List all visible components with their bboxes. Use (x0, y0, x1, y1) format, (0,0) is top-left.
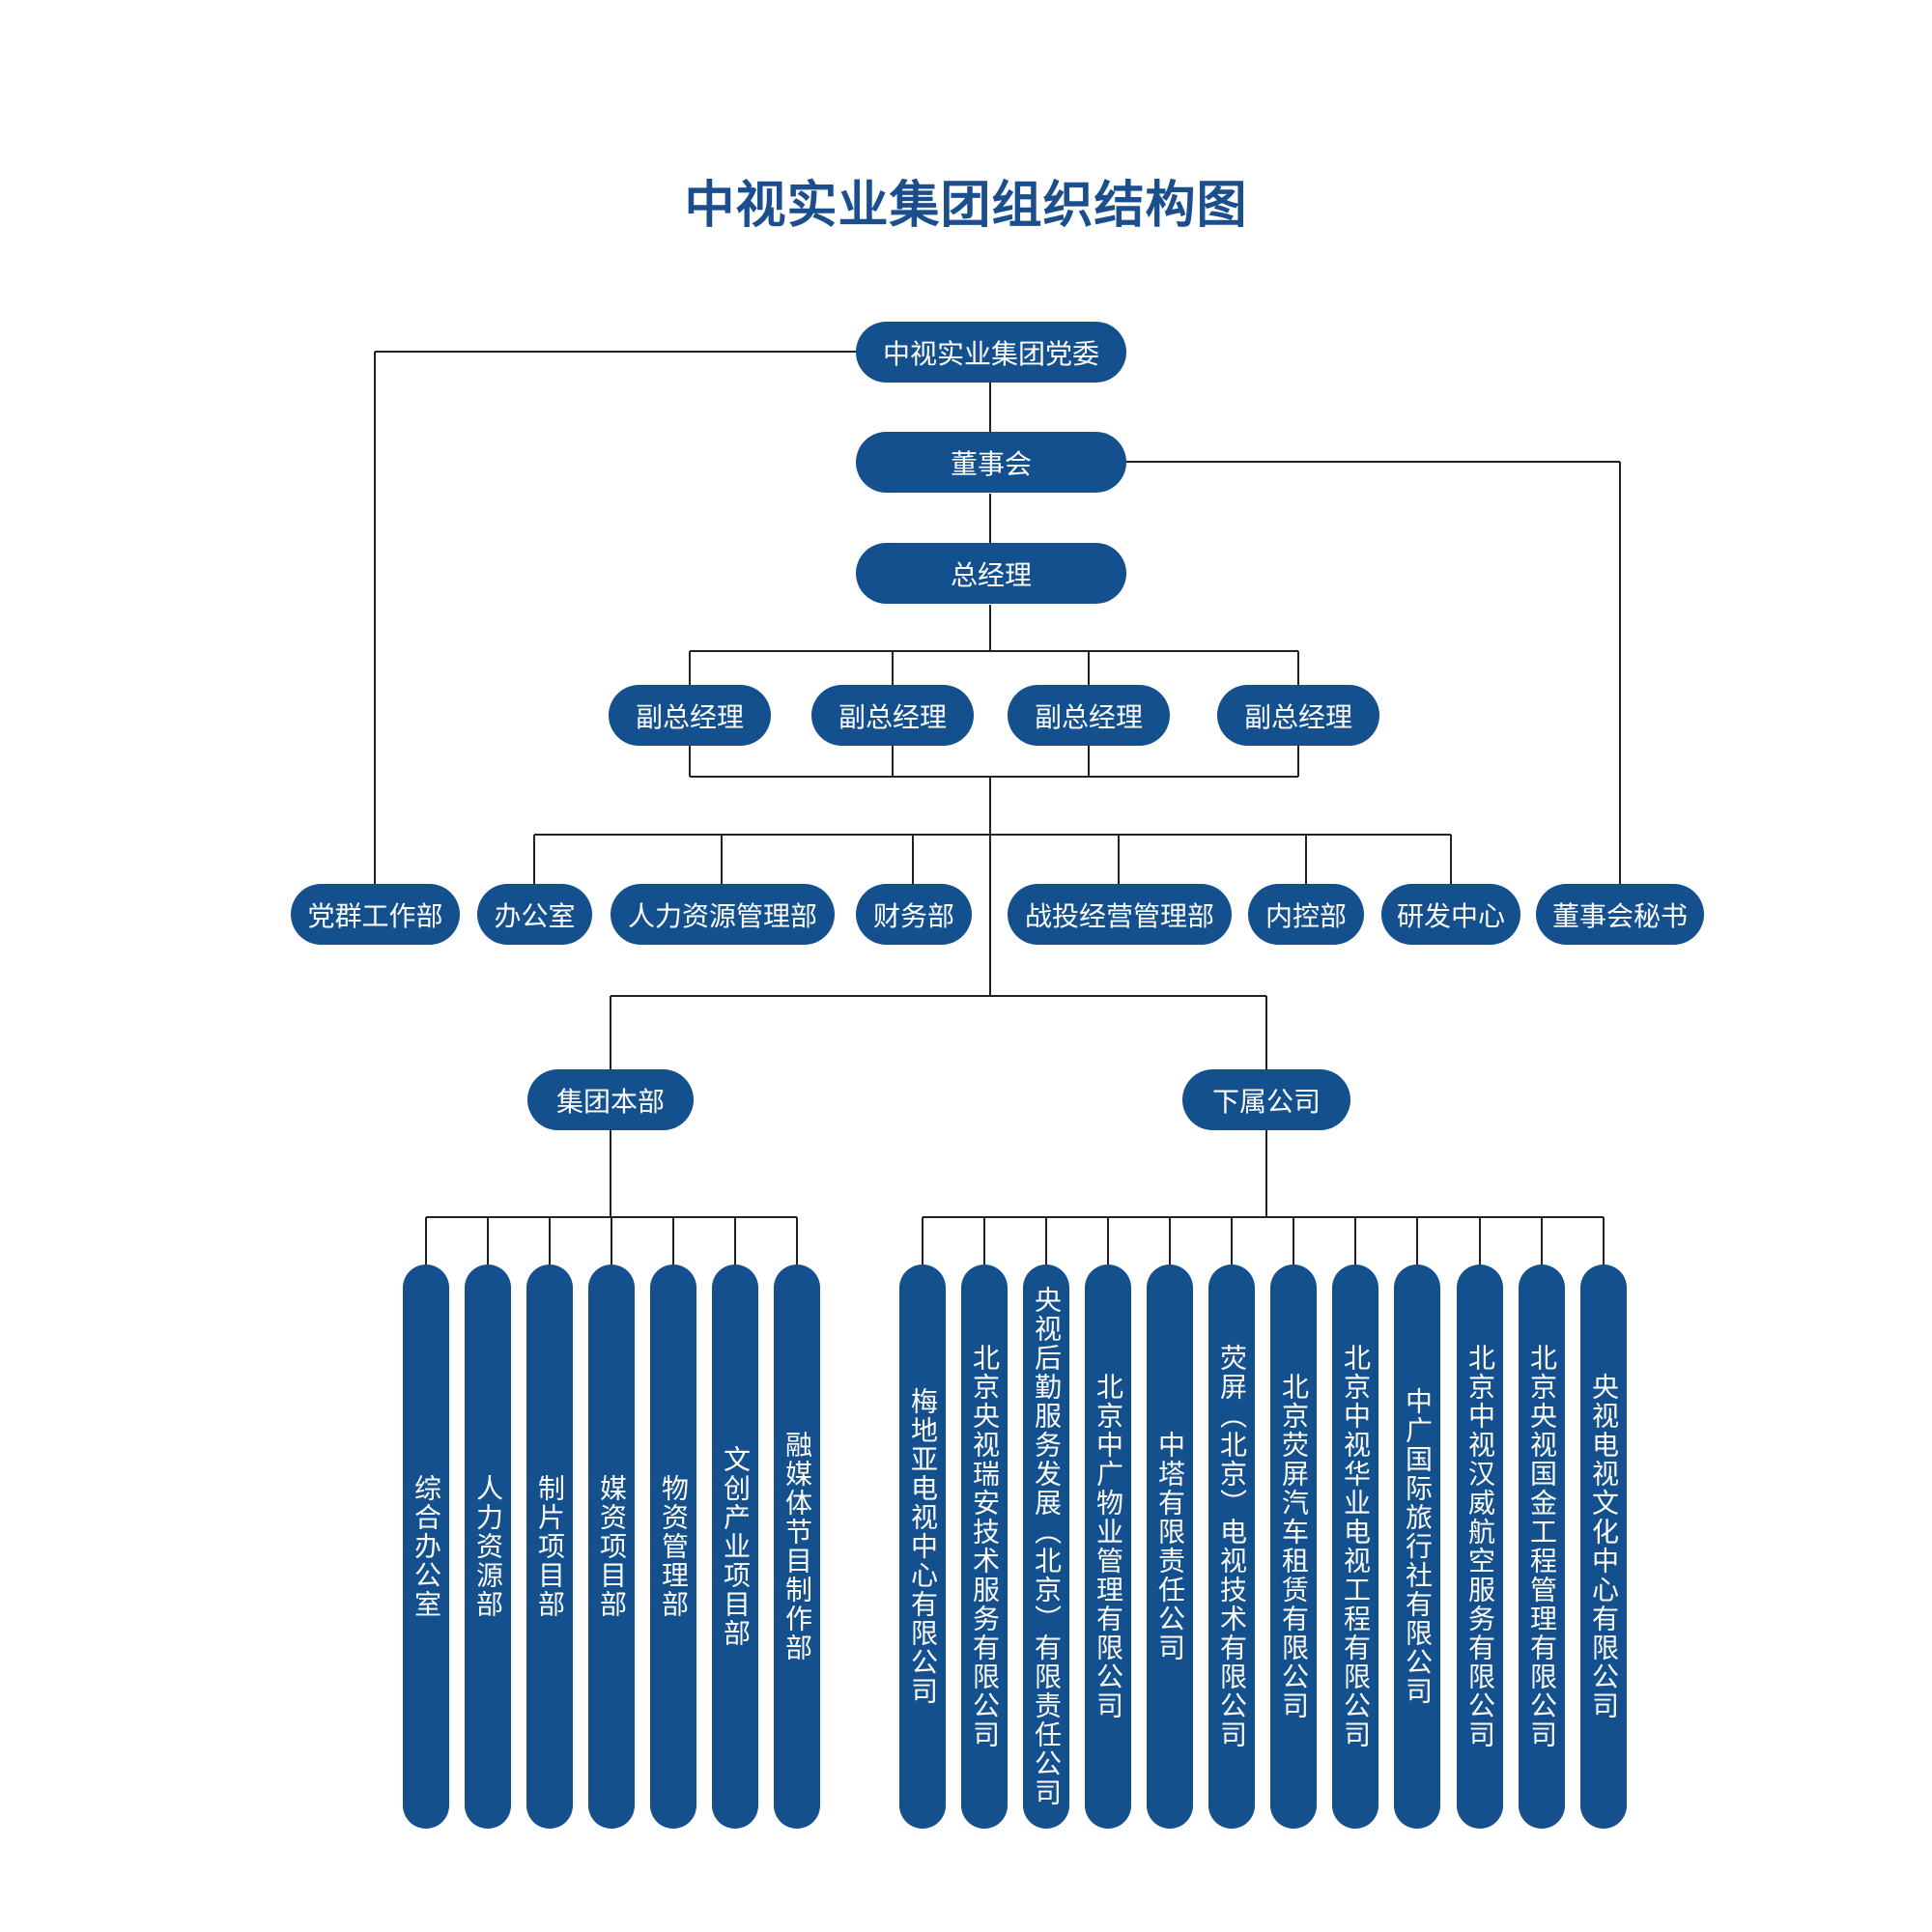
deputy-gm-node: 副总经理 (1008, 685, 1170, 746)
subsidiaries-node: 下属公司 (1182, 1069, 1350, 1130)
company-node: 荧屏（北京）电视技术有限公司 (1208, 1264, 1255, 1829)
department-node: 人力资源管理部 (611, 884, 835, 945)
hq-unit-node: 文创产业项目部 (712, 1264, 758, 1829)
deputy-gm-node: 副总经理 (609, 685, 771, 746)
hq-unit-node: 融媒体节目制作部 (774, 1264, 820, 1829)
party-mass-dept-node: 党群工作部 (291, 884, 460, 945)
page-title: 中视实业集团组织结构图 (684, 177, 1248, 235)
company-node: 北京中视汉威航空服务有限公司 (1457, 1264, 1503, 1829)
board-node: 董事会 (856, 432, 1126, 493)
company-node: 梅地亚电视中心有限公司 (899, 1264, 946, 1829)
department-node: 研发中心 (1381, 884, 1520, 945)
party-committee-node: 中视实业集团党委 (856, 322, 1126, 383)
deputy-gm-node: 副总经理 (1217, 685, 1379, 746)
department-node: 财务部 (856, 884, 972, 945)
company-node: 北京中视华业电视工程有限公司 (1332, 1264, 1378, 1829)
company-node: 北京中广物业管理有限公司 (1085, 1264, 1131, 1829)
deputy-gm-node: 副总经理 (811, 685, 974, 746)
hq-unit-node: 制片项目部 (526, 1264, 573, 1829)
board-secretary-node: 董事会秘书 (1536, 884, 1704, 945)
general-manager-node: 总经理 (856, 543, 1126, 604)
company-node: 中广国际旅行社有限公司 (1394, 1264, 1440, 1829)
company-node: 北京央视国金工程管理有限公司 (1519, 1264, 1565, 1829)
company-node: 北京荧屏汽车租赁有限公司 (1270, 1264, 1317, 1829)
hq-unit-node: 物资管理部 (650, 1264, 696, 1829)
group-hq-node: 集团本部 (527, 1069, 694, 1130)
hq-unit-node: 综合办公室 (403, 1264, 449, 1829)
department-node: 办公室 (477, 884, 592, 945)
department-node: 内控部 (1248, 884, 1364, 945)
department-node: 战投经营管理部 (1008, 884, 1232, 945)
hq-unit-node: 媒资项目部 (588, 1264, 635, 1829)
company-node: 央视后勤服务发展（北京）有限责任公司 (1023, 1264, 1069, 1829)
hq-unit-node: 人力资源部 (465, 1264, 511, 1829)
company-node: 中塔有限责任公司 (1147, 1264, 1193, 1829)
company-node: 央视电视文化中心有限公司 (1580, 1264, 1627, 1829)
company-node: 北京央视瑞安技术服务有限公司 (961, 1264, 1008, 1829)
